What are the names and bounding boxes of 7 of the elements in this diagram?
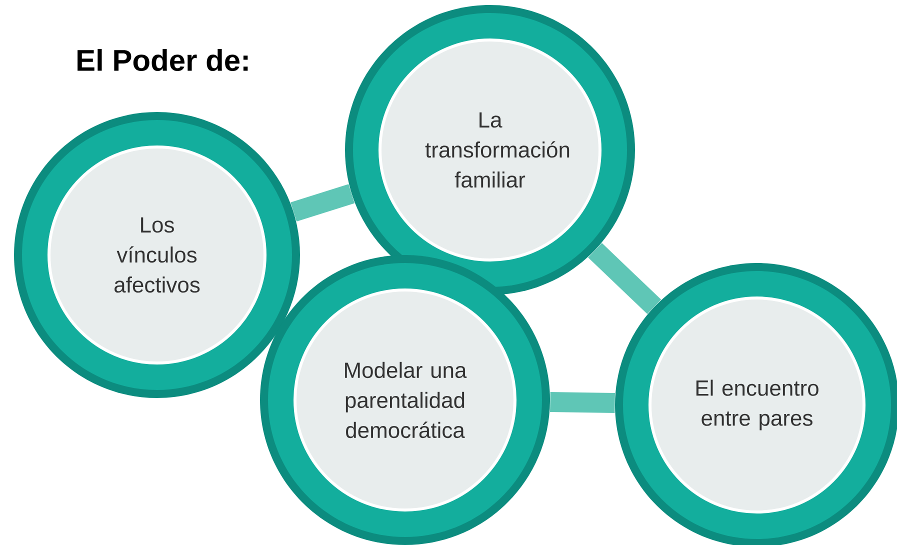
circle-node: Modelar una parentalidad democrática [260, 255, 550, 545]
connector-band [290, 184, 355, 222]
connector-band [550, 392, 615, 413]
circle-node: Los vínculos afectivos [14, 112, 300, 398]
circle-node: La transformación familiar [345, 5, 635, 295]
connector-band [588, 243, 662, 314]
title: El Poder de: [78, 48, 248, 72]
